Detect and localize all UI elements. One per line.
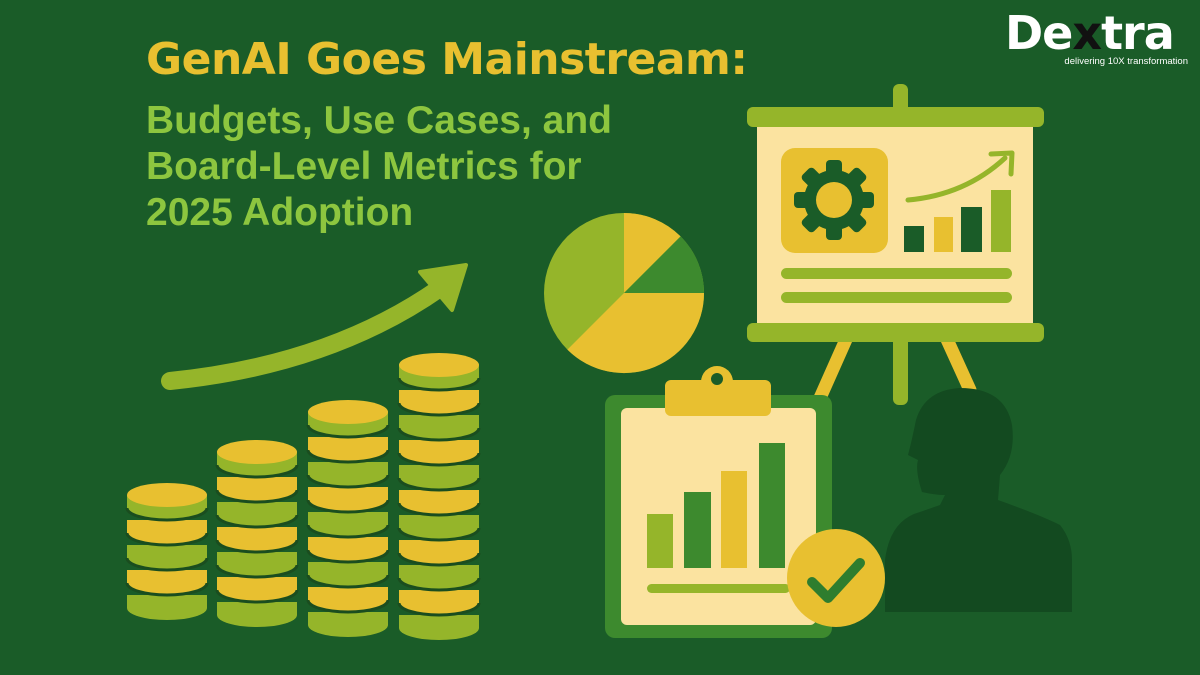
subtitle-line-1: Budgets, Use Cases, and xyxy=(146,99,612,142)
bar-chart-icon xyxy=(904,150,1015,252)
page-title: GenAI Goes Mainstream: xyxy=(146,34,748,85)
pie-chart-icon xyxy=(544,212,705,374)
coin-stack xyxy=(306,400,390,637)
growth-arrow-icon xyxy=(161,263,468,390)
checkmark-icon xyxy=(787,529,885,627)
coin-stack xyxy=(125,483,209,620)
page-subtitle: Budgets, Use Cases, and Board-Level Metr… xyxy=(146,98,612,236)
gear-icon xyxy=(794,160,874,240)
subtitle-line-2: Board-Level Metrics for xyxy=(146,145,582,188)
brand-name-x: x xyxy=(1072,6,1102,60)
brand-tagline: delivering 10X transformation xyxy=(1064,56,1188,67)
brand-wordmark: Dextra xyxy=(1005,8,1190,58)
brand-name-part2: tra xyxy=(1101,6,1175,60)
person-silhouette-icon xyxy=(885,388,1072,612)
presentation-easel-icon xyxy=(747,84,1044,405)
subtitle-line-3: 2025 Adoption xyxy=(146,191,414,234)
brand-name-part1: De xyxy=(1005,6,1073,60)
clipboard-icon xyxy=(605,366,832,638)
coin-stack xyxy=(397,353,481,640)
coin-stack xyxy=(215,440,299,627)
coin-stacks xyxy=(125,353,481,640)
brand-logo: Dextra delivering 10X transformation xyxy=(1005,8,1190,67)
